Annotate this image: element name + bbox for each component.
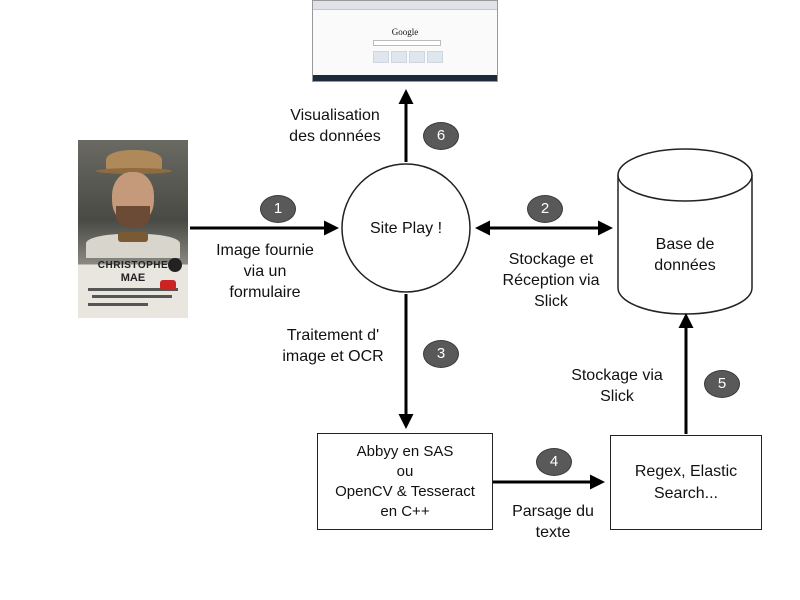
ocr-box-line: OpenCV & Tesseract (335, 482, 475, 500)
step-badge-1: 1 (260, 195, 296, 223)
shortcut-tile (427, 51, 443, 63)
site-circle (341, 163, 471, 293)
step-3-label: Traitement d' image et OCR (266, 325, 400, 367)
poster-text-line (88, 303, 148, 306)
regex-box-line: Search... (653, 484, 718, 502)
taskbar (313, 75, 497, 81)
step-badge-5: 5 (704, 370, 740, 398)
step-4-label: Parsage du texte (490, 501, 616, 543)
ocr-box-line: ou (396, 462, 414, 480)
hat-brim-shape (96, 168, 172, 174)
step-1-label: Image fournie via un formulaire (200, 240, 330, 303)
step-5-label-line: Slick (600, 388, 634, 405)
google-search-box (373, 40, 441, 46)
step-2-label-line: Stockage et (508, 251, 594, 268)
regex-box-line: Regex, Elastic (634, 462, 738, 480)
bow-tie-shape (118, 232, 148, 242)
concert-poster-image: CHRISTOPHE MAE (78, 140, 188, 318)
step-1-label-line: Image fournie (216, 242, 314, 259)
poster-title-line1: CHRISTOPHE (97, 260, 169, 271)
step-3-label-line: image et OCR (282, 348, 384, 365)
shortcut-tile (373, 51, 389, 63)
database-cylinder (617, 148, 753, 315)
shortcut-tile (409, 51, 425, 63)
step-2-label-line: Slick (534, 293, 568, 310)
hat-shape (106, 150, 162, 172)
step-4-label-line: Parsage du (512, 503, 594, 520)
poster-text-line (92, 295, 172, 298)
radio-logo (160, 280, 176, 290)
google-logo: Google (391, 27, 419, 37)
step-4-label-line: texte (535, 524, 571, 541)
beard-shape (116, 206, 150, 228)
shortcut-tile (391, 51, 407, 63)
step-5-label: Stockage via Slick (554, 365, 680, 407)
step-6-label: Visualisation des données (272, 105, 398, 147)
poster-title-line2: MAE (120, 272, 146, 284)
step-1-label-line: via un (243, 263, 287, 280)
step-2-label: Stockage et Réception via Slick (484, 249, 618, 312)
regex-search-box: Regex, Elastic Search... (610, 435, 762, 530)
ocr-box-line: Abbyy en SAS (356, 442, 454, 460)
ocr-box-line: en C++ (380, 502, 430, 520)
browser-tab-bar (313, 1, 497, 10)
poster-badge (168, 258, 182, 272)
database-label-line: données (654, 257, 716, 274)
ocr-engine-box: Abbyy en SAS ou OpenCV & Tesseract en C+… (317, 433, 493, 530)
database-label: Base de données (618, 234, 752, 276)
step-1-label-line: formulaire (229, 284, 301, 301)
step-badge-4: 4 (536, 448, 572, 476)
step-badge-6: 6 (423, 122, 459, 150)
site-node-label: Site Play ! (369, 220, 443, 237)
step-6-label-line: des données (289, 128, 381, 145)
step-2-label-line: Réception via (502, 272, 600, 289)
step-6-label-line: Visualisation (290, 107, 380, 124)
step-3-label-line: Traitement d' (286, 327, 380, 344)
browser-screenshot: Google (312, 0, 498, 82)
step-badge-2: 2 (527, 195, 563, 223)
step-5-label-line: Stockage via (571, 367, 663, 384)
step-badge-3: 3 (423, 340, 459, 368)
poster-text-line (88, 288, 178, 291)
database-label-line: Base de (655, 236, 715, 253)
